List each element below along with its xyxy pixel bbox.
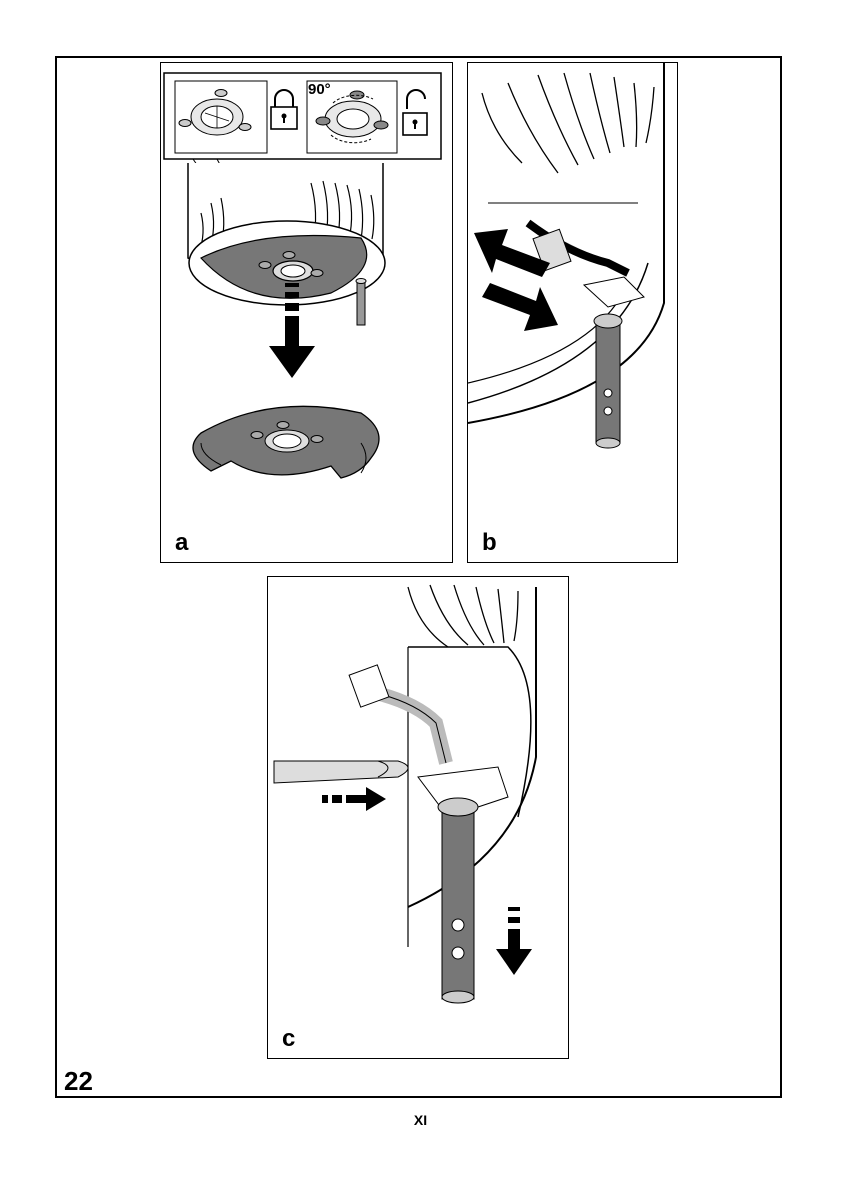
arrow-down-icon: [496, 907, 532, 975]
inset-locked: [175, 81, 267, 153]
figure-number: 22: [64, 1066, 93, 1097]
panel-a-label: a: [175, 529, 188, 557]
panel-b-label: b: [482, 529, 497, 557]
panel-b-illustration: [468, 63, 678, 563]
panel-b: b: [467, 62, 678, 563]
panel-c: c: [267, 576, 569, 1059]
arrow-right-icon: [322, 787, 386, 811]
panel-a-illustration: [161, 63, 453, 563]
rotation-angle: 90°: [308, 81, 331, 98]
panel-a: 90° a: [160, 62, 453, 563]
panel-c-label: c: [282, 1025, 295, 1053]
page-number: XI: [0, 1112, 841, 1128]
panel-c-illustration: [268, 577, 569, 1059]
